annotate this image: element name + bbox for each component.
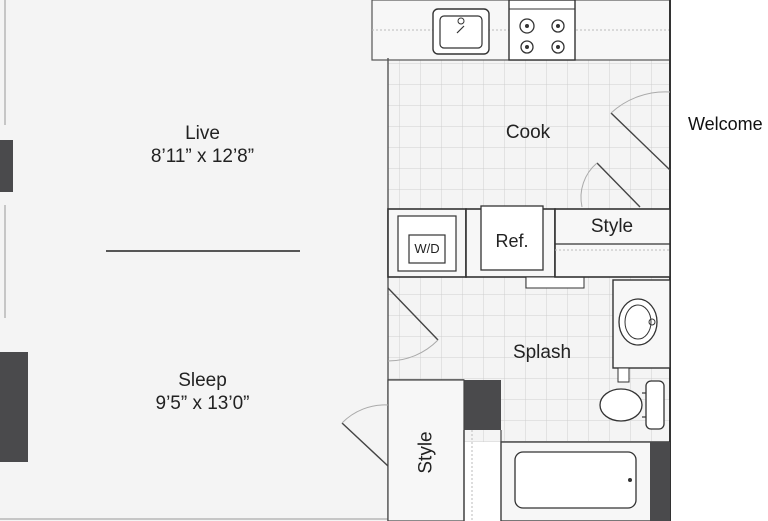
entry-door-swing xyxy=(580,91,671,208)
tub xyxy=(514,451,637,509)
splash-room-name: Splash xyxy=(512,342,572,363)
left-wall-segment-1 xyxy=(0,140,13,192)
style-entry-label: Style xyxy=(415,423,438,483)
style-entry-name: Style xyxy=(415,431,437,474)
toilet-icon xyxy=(599,380,665,430)
style-closet-label: Style xyxy=(576,215,648,238)
washer-dryer-label: W/D xyxy=(414,241,440,256)
left-wall-segment-2 xyxy=(0,352,28,462)
sink-icon xyxy=(432,8,490,55)
stove-icon xyxy=(508,0,576,61)
tub-wall xyxy=(650,442,670,521)
vanity-mark xyxy=(617,367,630,383)
cook-room-label: Cook xyxy=(490,121,566,144)
sleep-room-name: Sleep xyxy=(178,370,227,391)
closet-door-swing xyxy=(341,404,389,467)
live-room-name: Live xyxy=(185,123,220,144)
fridge-label: Ref. xyxy=(495,231,529,251)
style-closet-name: Style xyxy=(590,216,634,237)
washer-dryer-inner xyxy=(408,234,446,264)
bath-sink-icon xyxy=(618,298,658,346)
sleep-room-dims: 9’5” x 13’0” xyxy=(155,393,250,414)
cook-room-name: Cook xyxy=(505,122,551,143)
live-room-label: Live 8’11” x 12’8” xyxy=(130,122,275,168)
entry-closet xyxy=(387,379,465,521)
tub-drain-icon xyxy=(628,478,632,482)
fridge-vent xyxy=(525,276,585,289)
welcome-text: Welcome xyxy=(688,114,763,134)
live-sleep-floor xyxy=(0,0,388,521)
bath-door-swing xyxy=(387,287,439,362)
style-closet xyxy=(554,208,671,278)
sleep-room-label: Sleep 9’5” x 13’0” xyxy=(130,369,275,415)
fridge-box xyxy=(480,205,544,271)
splash-room-label: Splash xyxy=(500,341,584,364)
live-room-dims: 8’11” x 12’8” xyxy=(150,146,255,167)
bath-wall-block xyxy=(464,380,501,430)
